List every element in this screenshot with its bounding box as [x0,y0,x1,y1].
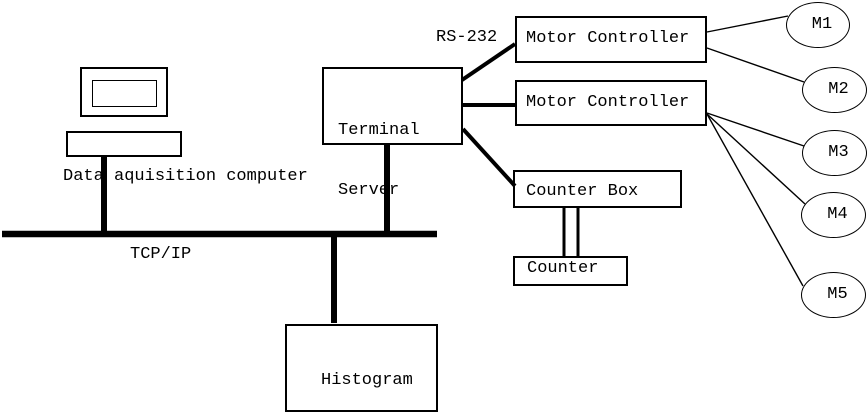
motor-controller-1-to-m1-line [706,15,789,33]
computer-keyboard-icon [66,131,182,157]
motor-controller-2-box [515,80,707,126]
counter-box [513,256,628,286]
tcpip-label: TCP/IP [130,245,192,264]
computer-caption: Data aquisition computer [63,167,308,186]
computer-screen-icon [92,80,157,107]
counter-label: Counter [527,259,599,278]
motor-controller-1-to-m2-line [706,47,805,83]
motor-m4-ellipse: M4 [801,192,866,238]
histogram-memory-label-line1: Histogram [321,371,413,390]
motor-m3-ellipse: M3 [802,130,867,176]
terminal-server-to-counter-box-line [461,127,517,188]
terminal-server-box [322,67,463,145]
counter-box-label: Counter Box [526,182,639,201]
rs232-label: RS-232 [436,28,498,47]
motor-controller-2-label: Motor Controller [526,93,690,112]
motor-m3-label: M3 [828,143,849,162]
histogram-memory-label: Histogram Memory [321,336,413,414]
motor-m2-label: M2 [828,80,849,99]
terminal-server-label: Terminal Server [338,81,420,241]
motor-m1-ellipse: M1 [786,2,850,48]
motor-m4-label: M4 [827,205,848,224]
counter-box-box [513,170,682,208]
motor-m5-label: M5 [827,285,848,304]
motor-controller-2-to-m3-line [706,112,805,147]
motor-controller-2-to-m4-line [706,113,806,205]
terminal-server-label-line1: Terminal [338,121,420,140]
motor-m5-ellipse: M5 [801,272,866,318]
motor-controller-1-label: Motor Controller [526,29,690,48]
histogram-memory-box [285,324,438,412]
motor-m2-ellipse: M2 [802,67,867,113]
terminal-server-label-line2: Server [338,181,400,200]
motor-controller-2-to-m5-line [706,113,804,287]
terminal-server-to-motor-controller-1-line [460,42,517,82]
motor-controller-1-box [515,16,707,63]
motor-m1-label: M1 [811,15,833,34]
